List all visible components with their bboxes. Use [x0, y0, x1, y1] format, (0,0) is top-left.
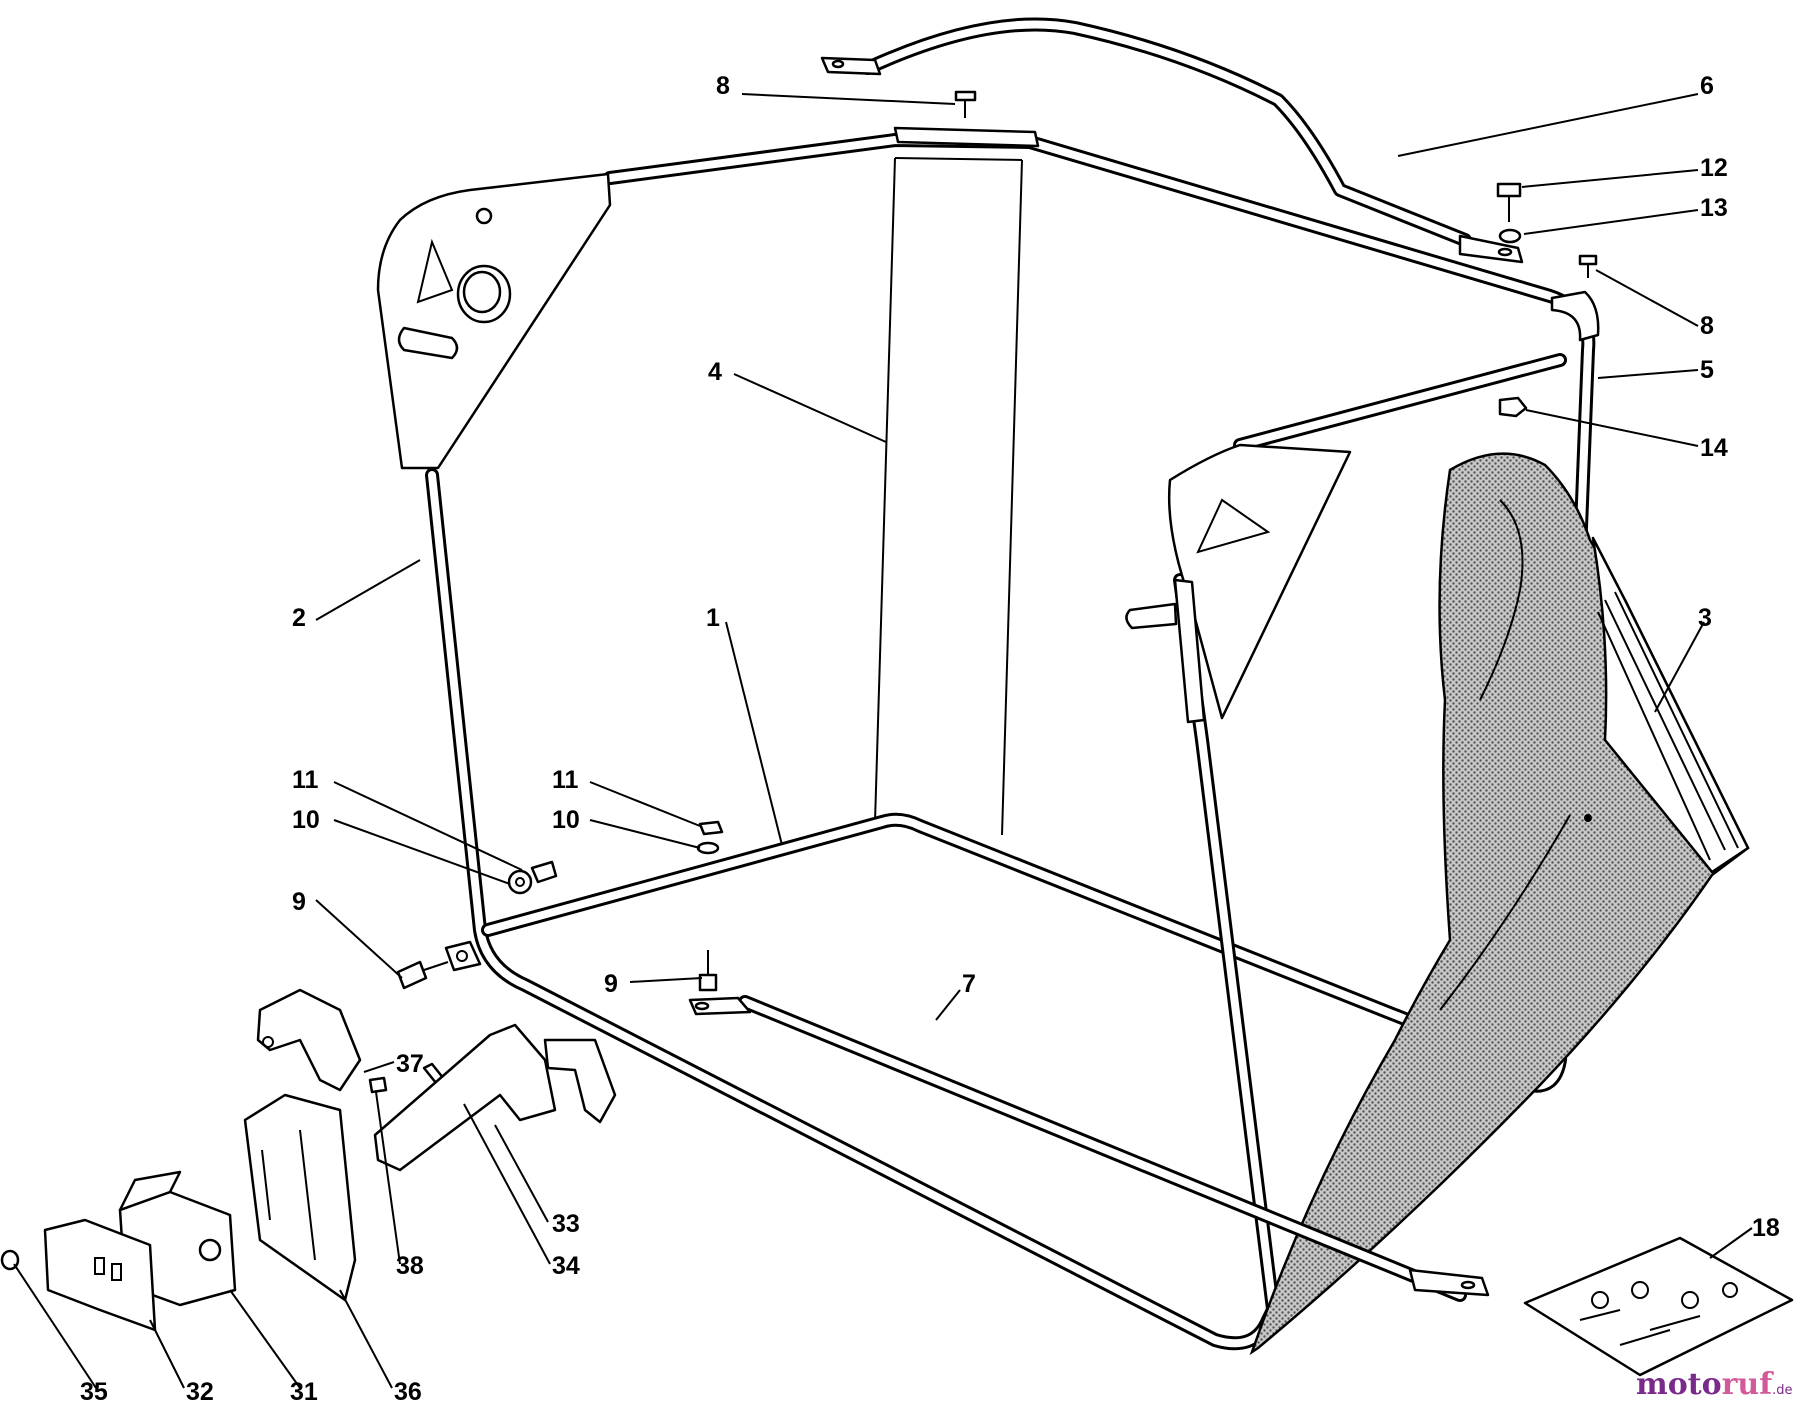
- callout-8-right: 8: [1700, 312, 1714, 340]
- callout-37: 37: [396, 1050, 424, 1078]
- callout-18: 18: [1752, 1214, 1780, 1242]
- back-panel-part-4: [874, 157, 1023, 836]
- watermark-part-1: moto: [1636, 1367, 1722, 1402]
- callout-12: 12: [1700, 154, 1728, 182]
- callout-38: 38: [396, 1252, 424, 1280]
- strap-end-bracket-front: [688, 996, 752, 1016]
- callout-1: 1: [706, 604, 720, 632]
- callout-36: 36: [394, 1378, 422, 1406]
- callout-2: 2: [292, 604, 306, 632]
- watermark-part-2: ruf: [1722, 1367, 1775, 1402]
- callout-33: 33: [552, 1210, 580, 1238]
- callout-6: 6: [1700, 72, 1714, 100]
- callout-34: 34: [552, 1252, 580, 1280]
- callout-10-left: 10: [292, 806, 320, 834]
- callout-13: 13: [1700, 194, 1728, 222]
- callout-32: 32: [186, 1378, 214, 1406]
- corner-bracket-part-5: [1550, 290, 1600, 342]
- motoruf-watermark: motoruf.de: [1636, 1367, 1793, 1402]
- latch-assembly: [43, 988, 617, 1332]
- callout-10-center: 10: [552, 806, 580, 834]
- svg-text:motoruf.de: motoruf.de: [1636, 1367, 1793, 1402]
- callout-8-top: 8: [716, 72, 730, 100]
- callout-labels: 8 6 12 13 8 5 14 4 2 1 3 11 10 11 10 9 9…: [80, 72, 1780, 1406]
- callout-11-left: 11: [292, 766, 319, 794]
- callout-3: 3: [1698, 604, 1712, 632]
- callout-4: 4: [708, 358, 722, 386]
- fasteners: [0, 90, 1598, 1271]
- callout-35: 35: [80, 1378, 108, 1406]
- callout-5: 5: [1700, 356, 1714, 384]
- top-reinforcement-strip: [893, 126, 1040, 148]
- lever-part-33: [373, 1023, 557, 1172]
- callout-9-left: 9: [292, 888, 306, 916]
- callout-11-center: 11: [552, 766, 579, 794]
- leader-lines: [13, 93, 1753, 1389]
- callout-31: 31: [290, 1378, 318, 1406]
- strap-end-bracket-rear: [1408, 1268, 1490, 1297]
- callout-14: 14: [1700, 434, 1728, 462]
- right-side-plate: [1125, 443, 1352, 724]
- latch-bracket-part-36: [243, 1093, 357, 1302]
- handle-left-bracket: [820, 56, 882, 76]
- callout-7: 7: [962, 970, 976, 998]
- left-side-plate: [376, 172, 612, 470]
- callout-9-center: 9: [604, 970, 618, 998]
- mesh-bag-part-3: [1249, 452, 1750, 1356]
- watermark-suffix: .de: [1772, 1383, 1792, 1398]
- hardware-bag-part-18: [1523, 1236, 1794, 1377]
